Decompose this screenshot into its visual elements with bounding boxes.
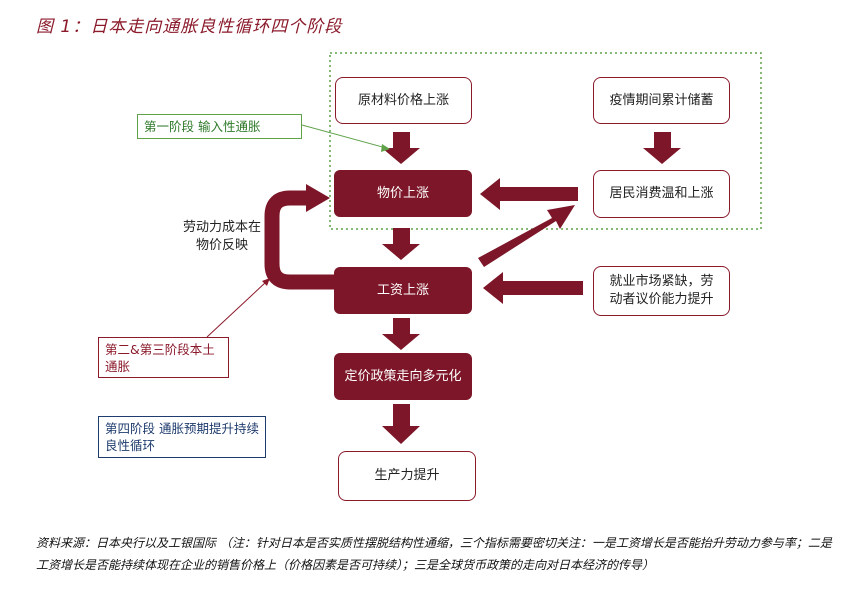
node-consumption: 居民消费温和上涨 [593,170,730,218]
loop-arrowhead [306,184,330,212]
arrow-savings-to-consumption [643,132,681,164]
stage1-label: 第一阶段 输入性通胀 [137,114,302,139]
arrow-raw-to-prices [382,132,420,164]
arrow-pricing-to-productivity [382,404,420,444]
stage1-pointer [301,124,387,149]
node-wages-up: 工资上涨 [334,267,472,314]
arrow-prices-to-wages [382,228,420,260]
node-pricing-policy: 定价政策走向多元化 [334,353,472,400]
arrow-labor-to-wages [483,272,583,304]
figure-title: 图 1：日本走向通胀良性循环四个阶段 [36,17,343,37]
loop-arrow-wages-to-prices [264,190,338,290]
source-note: 资料来源：日本央行以及工银国际 （注：针对日本是否实质性摆脱结构性通缩，三个指标… [36,536,832,572]
arrow-wages-to-pricing [382,318,420,350]
stage23-label: 第二&第三阶段本土通胀 [98,337,229,378]
node-raw-material: 原材料价格上涨 [335,77,472,124]
stage1-region [329,52,762,230]
node-savings: 疫情期间累计储蓄 [593,77,730,124]
arrow-consumption-to-prices [480,178,578,210]
node-labor-market: 就业市场紧缺，劳动者议价能力提升 [593,266,730,316]
stage23-pointer-head [262,278,270,286]
node-productivity: 生产力提升 [338,451,476,501]
stage1-pointer-head [381,144,390,152]
arrow-wages-to-consumption [478,205,575,267]
node-prices-up: 物价上涨 [334,170,472,217]
stage23-pointer [206,281,267,338]
stage4-label: 第四阶段 通胀预期提升持续良性循环 [98,416,266,458]
labor-cost-annotation: 劳动力成本在物价反映 [182,220,261,253]
